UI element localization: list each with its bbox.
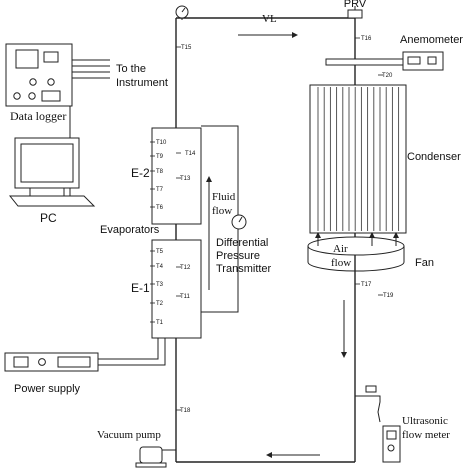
t1-label: T1 [156, 320, 164, 326]
fan-icon [307, 232, 405, 272]
e1-label: E-1 [131, 281, 150, 295]
power-supply-label: Power supply [14, 383, 81, 395]
instrument-label: Instrument [116, 77, 168, 89]
anemometer-label: Anemometer [400, 34, 463, 46]
pressure-label: Pressure [216, 250, 260, 262]
to-the-label: To the [116, 63, 146, 75]
t6-label: T6 [156, 205, 164, 211]
air-flow-label: flow [331, 257, 351, 269]
vacuum-pump-label: Vacuum pump [97, 429, 161, 441]
t20-label: T20 [382, 73, 393, 79]
t9-label: T9 [156, 154, 164, 160]
t7-label: T7 [156, 187, 164, 193]
condenser-icon [309, 84, 407, 234]
fluid-label: Fluid [212, 191, 236, 203]
differential-label: Differential [216, 237, 268, 249]
prv-valve-icon [347, 6, 363, 19]
anemometer-icon [325, 51, 444, 71]
thermocouple-ticks [150, 37, 383, 411]
vl-label: VL [262, 13, 277, 25]
power-supply-icon [4, 338, 166, 372]
prv-label: PRV [344, 0, 367, 10]
t4-label: T4 [156, 264, 164, 270]
ultrasonic-label: Ultrasonic [402, 415, 448, 427]
t19-label: T19 [383, 293, 394, 299]
t3-label: T3 [156, 282, 164, 288]
differential-pressure-gauge-icon [231, 214, 247, 230]
t5-label: T5 [156, 249, 164, 255]
transmitter-label: Transmitter [216, 263, 272, 275]
evaporator-e2-icon [151, 127, 202, 225]
t15-label: T15 [181, 45, 192, 51]
t16-label: T16 [361, 36, 372, 42]
t2-label: T2 [156, 301, 164, 307]
fluid-flow-label: flow [212, 205, 232, 217]
pressure-gauge-icon [175, 5, 189, 20]
pc-label: PC [40, 211, 57, 225]
data-logger-label: Data logger [10, 109, 66, 123]
t14-label: T14 [185, 151, 196, 157]
condenser-label: Condenser [407, 151, 461, 163]
thermocouple-labels: T10 T9 T8 T7 T6 T14 T13 T5 T4 T3 T2 T1 T… [156, 36, 394, 414]
ultrasonic-flow-meter-icon [355, 385, 401, 463]
vacuum-pump-icon [135, 446, 176, 468]
t12-label: T12 [180, 265, 191, 271]
e2-label: E-2 [131, 166, 150, 180]
t13-label: T13 [180, 176, 191, 182]
pc-monitor-icon [8, 137, 96, 207]
t11-label: T11 [180, 294, 191, 300]
air-label: Air [333, 243, 348, 255]
t17-label: T17 [361, 282, 372, 288]
t18-label: T18 [180, 408, 191, 414]
evaporators-label: Evaporators [100, 224, 160, 236]
flow-meter-label: flow meter [402, 429, 450, 441]
fan-label: Fan [415, 257, 434, 269]
t10-label: T10 [156, 140, 167, 146]
t8-label: T8 [156, 169, 164, 175]
evaporator-e1-icon [151, 239, 202, 339]
flow-arrows [206, 32, 347, 458]
